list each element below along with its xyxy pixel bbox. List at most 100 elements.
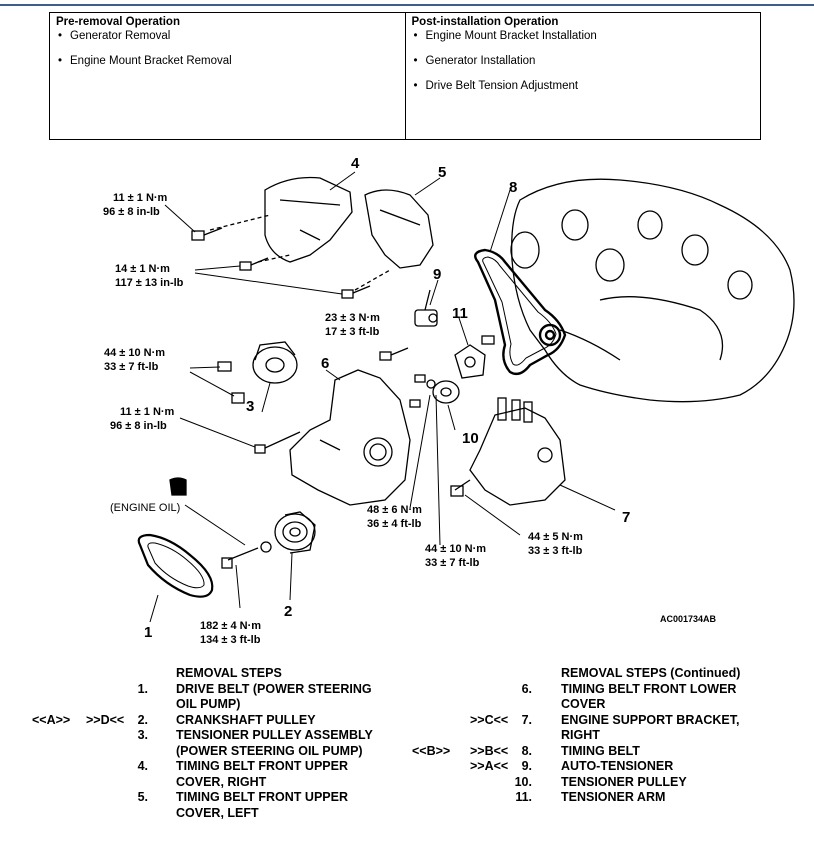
torque-label: 117 ± 13 in-lb [115, 277, 184, 289]
step-text: OIL PUMP) [176, 697, 241, 711]
callout-leader [149, 594, 159, 623]
pre-removal-title: Pre-removal Operation [56, 16, 180, 28]
callout-leader [559, 484, 616, 511]
torque-leader [164, 204, 196, 233]
step-text: TIMING BELT FRONT UPPER [176, 790, 348, 804]
bolt [239, 257, 269, 271]
torque-label: 33 ± 7 ft-lb [104, 361, 159, 373]
steps-heading-row: REMOVAL STEPS [10, 666, 420, 682]
timing-belt-8 [474, 248, 567, 376]
oil-leader [184, 504, 246, 546]
step-text: COVER, LEFT [176, 805, 259, 820]
tensioner-pulley-assembly-3 [217, 341, 298, 404]
post-installation-title: Post-installation Operation [411, 16, 559, 28]
step-text: ENGINE SUPPORT BRACKET, [561, 712, 740, 727]
callout-6: 6 [321, 355, 329, 372]
callout-1: 1 [144, 624, 152, 641]
step-row: COVER [420, 697, 814, 713]
step-text: CRANKSHAFT PULLEY [176, 712, 316, 727]
torque-leader [235, 564, 241, 609]
torque-label: 33 ± 7 ft-lb [425, 557, 480, 569]
torque-label: 14 ± 1 N·m [115, 263, 170, 275]
callout-leader [429, 279, 439, 306]
callout-9: 9 [433, 266, 441, 283]
engine-support-bracket-7 [450, 397, 566, 506]
step-row: 5. TIMING BELT FRONT UPPER [10, 790, 420, 806]
step-row: 6.TIMING BELT FRONT LOWER [420, 682, 814, 698]
step-text: DRIVE BELT (POWER STEERING [176, 681, 372, 696]
callout-5: 5 [438, 164, 446, 181]
torque-label: 36 ± 4 ft-lb [367, 518, 422, 530]
torque-label: 23 ± 3 N·m [325, 312, 380, 324]
operation-table: Pre-removal Operation Generator Removal … [49, 12, 761, 140]
callout-leader [458, 317, 469, 346]
step-number: 4. [137, 759, 148, 773]
step-text: RIGHT [561, 728, 600, 742]
removal-steps-right: REMOVAL STEPS (Continued) 6.TIMING BELT … [412, 666, 814, 806]
post-installation-item: Generator Installation [412, 55, 755, 67]
callout-11: 11 [452, 305, 468, 322]
lower-cover-6 [289, 369, 411, 506]
leader-line [209, 214, 271, 231]
step-text: COVER, RIGHT [176, 774, 267, 789]
leader-line [354, 269, 391, 291]
steps-heading: REMOVAL STEPS (Continued) [561, 666, 741, 680]
bolt [254, 431, 301, 454]
step-number: 1. [137, 681, 148, 696]
auto-tensioner-9 [414, 289, 438, 327]
step-row: 11. TENSIONER ARM [420, 790, 814, 806]
callout-leader [261, 382, 271, 413]
step-number: 11. [515, 790, 532, 804]
step-text: TENSIONER ARM [561, 790, 666, 804]
callout-7: 7 [622, 509, 630, 526]
step-text: TENSIONER PULLEY [561, 774, 687, 789]
post-installation-item: Engine Mount Bracket Installation [412, 30, 755, 42]
callout-leader [414, 177, 441, 196]
step-text: TENSIONER PULLEY ASSEMBLY [176, 728, 373, 742]
step-number: 6. [521, 681, 532, 696]
callout-3: 3 [246, 398, 254, 415]
step-marker: >>D<< [86, 712, 125, 727]
top-rule [0, 4, 814, 6]
pre-removal-item: Generator Removal [56, 30, 399, 42]
step-number: 7. [521, 712, 532, 727]
torque-leader [435, 394, 441, 546]
bolt [191, 227, 223, 241]
callout-2: 2 [284, 603, 292, 620]
torque-label: 48 ± 6 N·m [367, 504, 422, 516]
torque-label: 44 ± 10 N·m [104, 347, 165, 359]
callout-leader [489, 189, 511, 253]
step-number: 2. [137, 712, 148, 727]
step-row: >>A<<9.AUTO-TENSIONER [420, 759, 814, 775]
drive-belt-1 [137, 533, 214, 598]
bolt [379, 347, 409, 361]
torque-label: 17 ± 3 ft-lb [325, 326, 380, 338]
callout-leader [289, 552, 293, 601]
bolt [341, 285, 371, 299]
removal-steps-left: REMOVAL STEPS 1. DRIVE BELT (POWER STEERI… [10, 666, 420, 821]
step-row: RIGHT [420, 728, 814, 744]
callout-leader [325, 369, 341, 381]
step-row: <<A>>>>D<<2.CRANKSHAFT PULLEY [10, 713, 420, 729]
step-row: 3.TENSIONER PULLEY ASSEMBLY [10, 728, 420, 744]
step-row: OIL PUMP) [10, 697, 420, 713]
torque-label: 96 ± 8 in-lb [110, 420, 167, 432]
torque-label: 11 ± 1 N·m [113, 192, 168, 204]
callout-8: 8 [509, 179, 517, 196]
leader-line [257, 254, 291, 263]
step-number: 5. [137, 790, 148, 804]
upper-cover-left-5 [364, 189, 434, 269]
torque-leader [194, 272, 343, 295]
step-number: 10. [514, 774, 532, 789]
post-installation-item: Drive Belt Tension Adjustment [412, 80, 755, 92]
steps-heading-row: REMOVAL STEPS (Continued) [420, 666, 814, 682]
step-marker-install: <<B>> [412, 743, 451, 758]
engine-oil-label: (ENGINE OIL) [110, 502, 180, 514]
post-installation-column: Post-installation Operation Engine Mount… [404, 13, 761, 139]
steps-heading: REMOVAL STEPS [176, 666, 282, 680]
callout-4: 4 [351, 155, 360, 172]
crankshaft-pulley-2 [221, 511, 316, 569]
torque-leader [189, 366, 221, 369]
callout-leader [329, 171, 356, 191]
torque-leader [464, 494, 521, 536]
